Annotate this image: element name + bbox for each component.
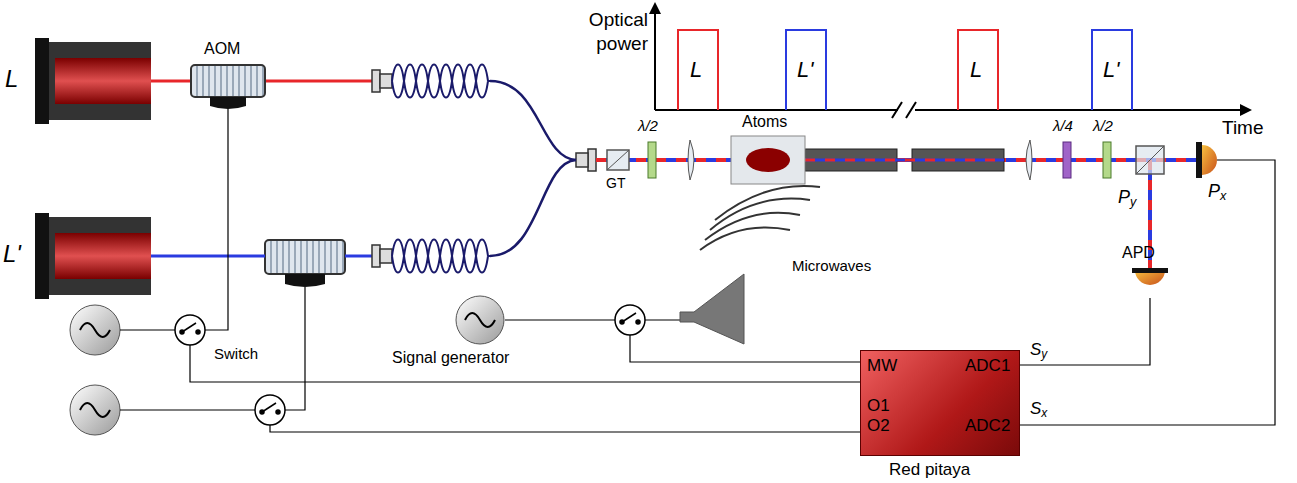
board-label: Red pitaya bbox=[889, 461, 970, 480]
part-label: GT bbox=[606, 176, 625, 191]
aom: AOM bbox=[190, 64, 266, 98]
part-label: Microwaves bbox=[792, 258, 871, 275]
node-label: L' bbox=[3, 241, 21, 267]
node-label: Signal generator bbox=[392, 349, 509, 367]
red-pitaya-board: MWO1O2ADC1ADC2Red pitaya bbox=[860, 350, 1020, 456]
part-label: L bbox=[970, 58, 982, 82]
part-label: λ/2 bbox=[1093, 118, 1113, 135]
laser: L bbox=[35, 38, 151, 124]
part-label: λ/2 bbox=[638, 118, 658, 135]
laser: L' bbox=[35, 213, 151, 299]
node-label: APD bbox=[1122, 244, 1155, 262]
atom-cell: Atoms bbox=[730, 135, 806, 185]
part-label: Sx bbox=[1030, 400, 1047, 420]
node-label: Atoms bbox=[742, 113, 787, 131]
pin-name: O1 bbox=[867, 397, 890, 416]
fiber-coil bbox=[392, 240, 488, 273]
connector bbox=[1020, 298, 1150, 365]
node-label: L bbox=[5, 66, 18, 92]
part-label: λ/4 bbox=[1053, 118, 1073, 135]
pin-name: ADC1 bbox=[965, 357, 1010, 376]
part-label: L' bbox=[1103, 58, 1119, 82]
node-label: AOM bbox=[204, 40, 240, 58]
part-label: Optical power bbox=[568, 8, 648, 56]
connector bbox=[151, 80, 190, 83]
fiber-end bbox=[488, 80, 490, 82]
signal-generator: Signal generator bbox=[455, 295, 505, 345]
part-label: Px bbox=[1208, 182, 1226, 204]
pin-name: ADC2 bbox=[965, 417, 1010, 436]
part-label: L bbox=[690, 58, 702, 82]
part-label: Sy bbox=[1030, 341, 1047, 361]
fiber-end bbox=[488, 255, 490, 257]
pin-name: MW bbox=[867, 357, 897, 376]
part-label: L' bbox=[797, 58, 813, 82]
pin-name: O2 bbox=[867, 417, 890, 436]
part-label: Switch bbox=[214, 346, 258, 363]
part-label: Py bbox=[1118, 188, 1136, 210]
apd-detector: APD bbox=[1132, 268, 1168, 298]
part-label: Time bbox=[1222, 118, 1264, 139]
fiber-coil bbox=[392, 65, 488, 98]
